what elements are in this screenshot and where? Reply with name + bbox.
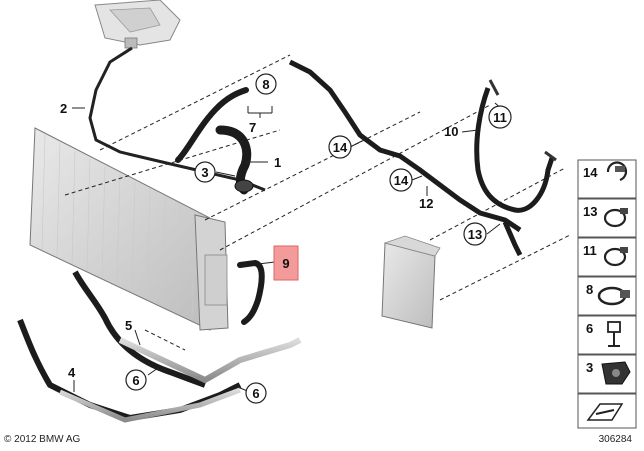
callout-14-a: 14: [328, 135, 352, 159]
legend-item-3: 3: [577, 354, 637, 394]
callout-13: 13: [463, 222, 487, 246]
legend-item-14-number: 14: [583, 165, 598, 180]
callout-6-a: 6: [125, 369, 147, 391]
spring-clamp-icon: [603, 208, 628, 228]
callout-2: 2: [60, 101, 67, 116]
hose-9: [237, 259, 265, 325]
callout-5-label: 5: [125, 318, 132, 333]
legend-item-14: 14: [577, 159, 637, 199]
legend-item-6-number: 6: [586, 321, 593, 336]
spring-clamp-icon: [603, 247, 628, 267]
callout-8: 8: [255, 73, 277, 95]
legend-item-13: 13: [577, 198, 637, 238]
callout-1: 1: [274, 155, 281, 170]
expansion-tank: [94, 0, 181, 49]
holder-clip-icon: [607, 321, 621, 347]
legend-item-8: 8: [577, 276, 637, 316]
hose-3: [175, 87, 249, 163]
callout-12: 12: [419, 196, 433, 211]
callout-13-label: 13: [468, 227, 482, 242]
callout-3: 3: [194, 161, 216, 183]
radiator: [29, 127, 229, 331]
legend-item-11: 11: [577, 237, 637, 277]
callout-3-label: 3: [201, 165, 208, 180]
callout-4-label: 4: [68, 365, 76, 380]
callout-5: 5: [125, 318, 132, 333]
bleed-line: [88, 46, 266, 192]
coolant-line-network: [288, 59, 557, 257]
legend-item-11-number: 11: [583, 243, 597, 258]
leader-lines: [64, 54, 571, 351]
callout-12-label: 12: [419, 196, 433, 211]
copyright-text: © 2012 BMW AG: [4, 434, 81, 445]
callout-11-label: 11: [493, 110, 507, 125]
legend-view-arrow: [577, 393, 637, 429]
callout-1-label: 1: [274, 155, 281, 170]
legend-item-8-number: 8: [586, 282, 593, 297]
legend-item-6: 6: [577, 315, 637, 355]
band-clamp-icon: [597, 286, 630, 306]
callout-7: 7: [249, 120, 256, 135]
callout-14-b-label: 14: [394, 173, 409, 188]
callout-10-label: 10: [444, 124, 458, 139]
callout-14-a-label: 14: [333, 140, 348, 155]
callout-8-label: 8: [262, 77, 269, 92]
upper-radiator-hose: [215, 125, 254, 195]
callout-6-a-label: 6: [132, 373, 139, 388]
document-number: 306284: [598, 434, 632, 445]
direction-arrow-icon: [586, 403, 624, 421]
legend-item-13-number: 13: [583, 204, 597, 219]
auxiliary-radiator: [381, 235, 441, 329]
callout-9-highlighted: 9: [273, 245, 299, 281]
callout-10: 10: [444, 124, 458, 139]
callout-2-label: 2: [60, 101, 67, 116]
callout-6-b: 6: [245, 382, 267, 404]
callout-9-label: 9: [282, 256, 289, 271]
parts-legend: 14 13 11 8: [577, 159, 637, 429]
callout-14-b: 14: [389, 168, 413, 192]
lower-pipes: [17, 270, 302, 423]
callout-11: 11: [488, 105, 512, 129]
callout-6-b-label: 6: [252, 386, 259, 401]
legend-item-3-number: 3: [586, 360, 593, 375]
callout-4: 4: [68, 365, 76, 380]
bracket-icon: [601, 361, 631, 385]
hose-clamp-icon: [606, 161, 628, 182]
callout-7-label: 7: [249, 120, 256, 135]
